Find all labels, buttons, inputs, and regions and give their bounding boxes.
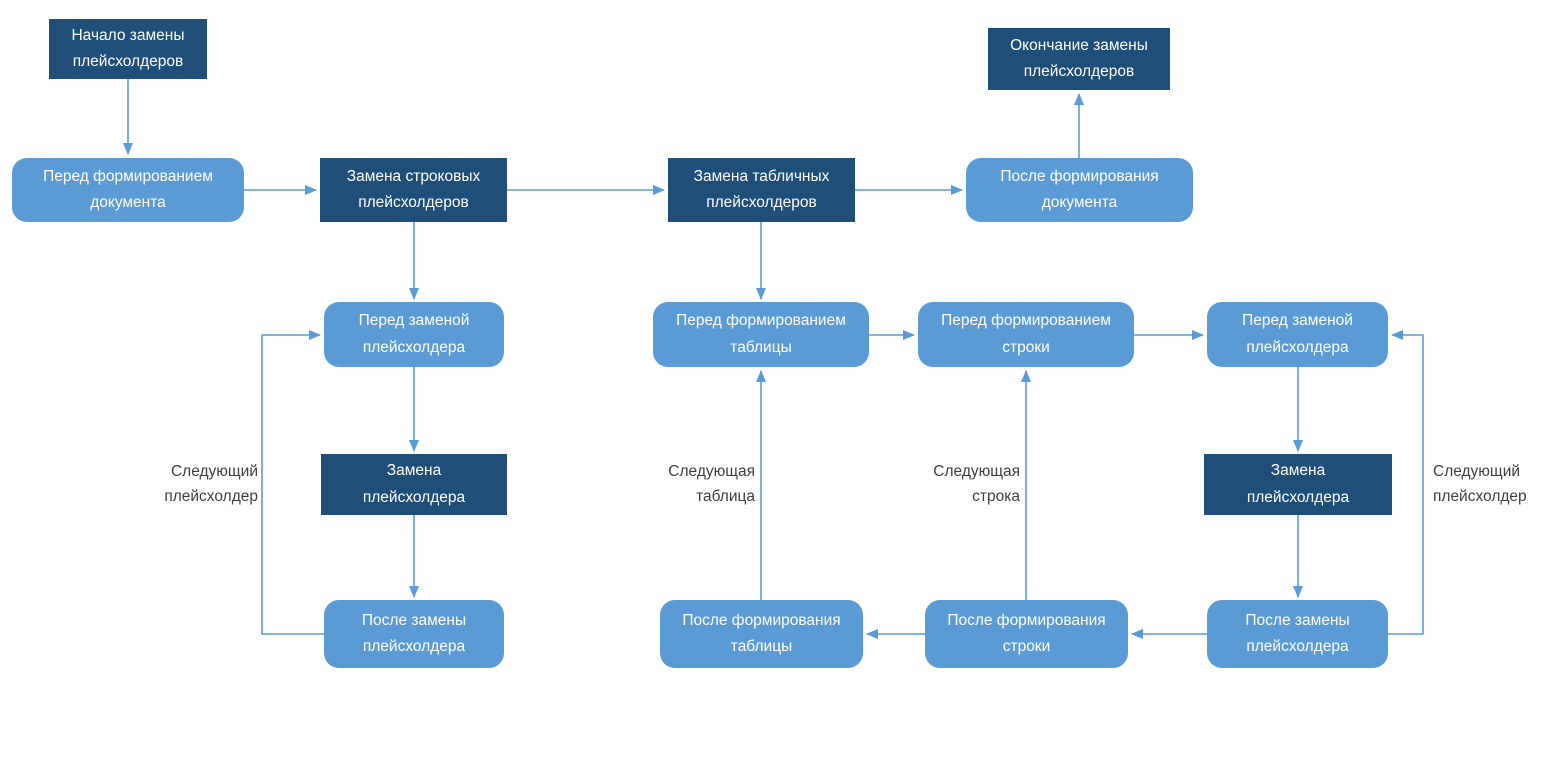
node-before-table: Перед формированием таблицы bbox=[653, 302, 869, 367]
node-after-table: После формирования таблицы bbox=[660, 600, 863, 668]
node-after-row: После формирования строки bbox=[925, 600, 1128, 668]
node-replace-tabular: Замена табличных плейсхолдеров bbox=[668, 158, 855, 222]
edge-loop-next-placeholder-right bbox=[1388, 330, 1424, 635]
node-end: Окончание замены плейсхолдеров bbox=[988, 28, 1170, 90]
edge-label-next-placeholder-right: Следующий плейсхолдер bbox=[1433, 463, 1527, 506]
node-replace-string: Замена строковых плейсхолдеров bbox=[320, 158, 507, 222]
edge-label-next-row: Следующая строка bbox=[933, 463, 1020, 506]
node-before-row: Перед формированием строки bbox=[918, 302, 1134, 367]
node-after-document: После формирования документа bbox=[966, 158, 1193, 222]
node-before-placeholder-right: Перед заменой плейсхолдера bbox=[1207, 302, 1388, 367]
edge-loop-next-placeholder-left bbox=[261, 330, 324, 635]
node-replace-placeholder-left: Замена плейсхолдера bbox=[321, 454, 507, 515]
node-before-document: Перед формированием документа bbox=[12, 158, 244, 222]
node-start: Начало замены плейсхолдеров bbox=[49, 19, 207, 79]
node-after-placeholder-left: После замены плейсхолдера bbox=[324, 600, 504, 668]
edge-label-next-table: Следующая таблица bbox=[668, 463, 755, 506]
edge-label-next-placeholder-left: Следующий плейсхолдер bbox=[164, 463, 258, 506]
node-replace-placeholder-right: Замена плейсхолдера bbox=[1204, 454, 1392, 515]
node-after-placeholder-right: После замены плейсхолдера bbox=[1207, 600, 1388, 668]
node-before-placeholder-left: Перед заменой плейсхолдера bbox=[324, 302, 504, 367]
